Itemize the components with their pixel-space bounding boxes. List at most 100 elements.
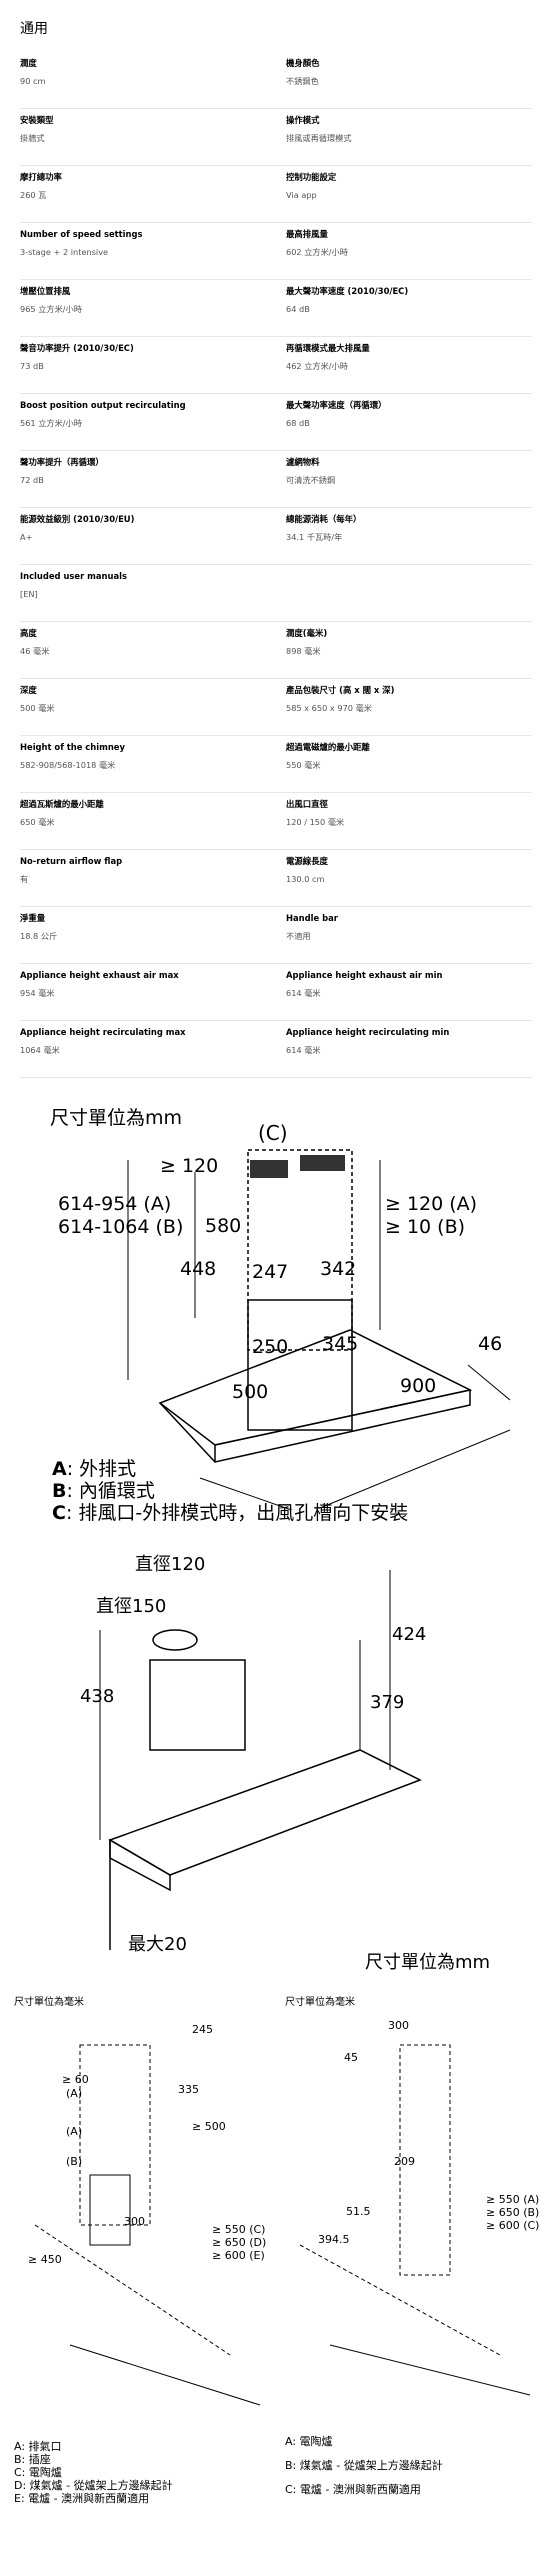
section-title: 通用 xyxy=(20,21,48,37)
dim-448: 448 xyxy=(180,1258,216,1280)
spec-label: Appliance height recirculating min xyxy=(286,1027,450,1037)
spec-row: Included user manuals[EN] xyxy=(20,565,532,622)
chimney-upper xyxy=(247,1149,353,1351)
spec-label: 能源效益級別 (2010/30/EU) xyxy=(20,514,135,524)
range-a: 614-954 (A) xyxy=(58,1193,171,1215)
spec-cell: 濶度(毫米)898 毫米 xyxy=(266,622,532,678)
spec-cell: 總能源消耗（每年）34.1 千瓦時/年 xyxy=(266,508,532,564)
spec-cell xyxy=(266,565,532,621)
spec-value: 64 dB xyxy=(286,304,310,314)
spec-value: 不適用 xyxy=(286,931,311,941)
spec-label: 最大聲功率速度（再循環） xyxy=(286,400,387,410)
spec-value: 965 立方米/小時 xyxy=(20,304,82,314)
spec-label: 電源線長度 xyxy=(286,856,328,866)
svg-text:300: 300 xyxy=(388,2019,409,2032)
legend-item: E: 電爐 - 澳洲與新西蘭適用 xyxy=(14,2492,150,2505)
spec-cell: 濶度 90 cm xyxy=(20,52,266,108)
svg-text:335: 335 xyxy=(178,2083,199,2096)
dim-345: 345 xyxy=(322,1333,358,1355)
legend-main: A: 外排式 B: 內循環式 C: 排風口-外排模式時，出風孔槽向下安裝 xyxy=(52,1458,409,1524)
spec-cell: 聲功率提升（再循環）72 dB xyxy=(20,451,266,507)
spec-value: 排風或再循環模式 xyxy=(286,133,352,143)
spec-label: Boost position output recirculating xyxy=(20,400,186,410)
spec-label: 摩打總功率 xyxy=(20,172,62,182)
unit-label: 尺寸單位為mm xyxy=(50,1107,182,1129)
spec-value: 1064 毫米 xyxy=(20,1045,60,1055)
svg-text:300: 300 xyxy=(124,2215,145,2228)
spec-label: Appliance height recirculating max xyxy=(20,1027,186,1037)
spec-label: 機身顏色 xyxy=(286,58,320,68)
spec-row: 深度 500 毫米 產品包裝尺寸 (高 x 闊 x 深)585 x 650 x 97… xyxy=(20,679,532,736)
spec-cell: 深度 500 毫米 xyxy=(20,679,266,735)
spec-label: 濶度 xyxy=(20,58,37,68)
spec-label: 濶度(毫米) xyxy=(286,628,328,638)
spec-label: No-return airflow flap xyxy=(20,856,123,866)
chimney-grille xyxy=(250,1160,288,1178)
spec-value: 614 毫米 xyxy=(286,1045,321,1055)
svg-text:≥ 60: ≥ 60 xyxy=(62,2073,89,2086)
svg-text:245: 245 xyxy=(192,2023,213,2036)
installation-diagrams: 尺寸單位為毫米 尺寸單位為毫米 245 ≥ 60 335 (A) (A) (B)… xyxy=(14,1995,539,2406)
spec-label: 出風口直徑 xyxy=(286,799,328,809)
dim-342: 342 xyxy=(320,1258,356,1280)
unit-label-2: 尺寸單位為mm xyxy=(365,1952,490,1973)
spec-label: 深度 xyxy=(20,685,37,695)
spec-value: 73 dB xyxy=(20,361,44,371)
spec-label: 產品包裝尺寸 (高 x 闊 x 深) xyxy=(286,685,395,695)
dia-120: 直徑120 xyxy=(135,1554,205,1575)
spec-value: 3-stage + 2 intensive xyxy=(20,247,109,257)
spec-value: 500 毫米 xyxy=(20,703,55,713)
spec-label: 增壓位置排風 xyxy=(20,286,71,296)
svg-text:≥ 550 (A): ≥ 550 (A) xyxy=(486,2193,539,2206)
spec-label: 淨重量 xyxy=(20,913,46,923)
spec-cell: Included user manuals[EN] xyxy=(20,565,266,621)
svg-text:≥ 650 (D): ≥ 650 (D) xyxy=(212,2236,266,2249)
spec-row: Appliance height recirculating max 1064 毫… xyxy=(20,1021,532,1078)
spec-label: 操作模式 xyxy=(286,115,320,125)
label-c: (C) xyxy=(258,1121,288,1145)
spec-label: 總能源消耗（每年） xyxy=(286,514,362,524)
spec-label: 再循環模式最大排風量 xyxy=(286,343,370,353)
spec-row: 能源效益級別 (2010/30/EU)A+總能源消耗（每年）34.1 千瓦時/年 xyxy=(20,508,532,565)
spec-value: 不銹鋼色 xyxy=(286,76,319,86)
chimney-lower xyxy=(247,1299,353,1431)
hood-base xyxy=(214,1389,471,1463)
legend-item: A: 排氣口 xyxy=(14,2440,62,2453)
svg-text:394.5: 394.5 xyxy=(318,2233,350,2246)
spec-value: 614 毫米 xyxy=(286,988,321,998)
legend-item: B: 煤氣爐 - 從爐架上方邊緣起計 xyxy=(285,2459,443,2472)
spec-label: 最高排風量 xyxy=(286,229,328,239)
spec-label: 高度 xyxy=(20,628,37,638)
spec-label: Handle bar xyxy=(286,913,338,923)
spec-value: 掛牆式 xyxy=(20,133,45,143)
svg-text:(A): (A) xyxy=(66,2087,82,2100)
spec-label: 濾網物料 xyxy=(286,457,320,467)
legend-item: B: 插座 xyxy=(14,2453,51,2466)
dia-150: 直徑150 xyxy=(96,1596,166,1617)
spec-value: 18.8 公斤 xyxy=(20,931,58,941)
svg-text:≥ 600 (E): ≥ 600 (E) xyxy=(212,2249,265,2262)
spec-value: [EN] xyxy=(20,589,38,599)
spec-label: 聲音功率提升 (2010/30/EC) xyxy=(20,343,134,353)
spec-value: 90 cm xyxy=(20,76,46,86)
spec-cell: 產品包裝尺寸 (高 x 闊 x 深)585 x 650 x 970 毫米 xyxy=(266,679,532,735)
spec-label: 最大聲功率速度 (2010/30/EC) xyxy=(286,286,409,296)
spec-cell: Handle bar 不適用 xyxy=(266,907,532,963)
